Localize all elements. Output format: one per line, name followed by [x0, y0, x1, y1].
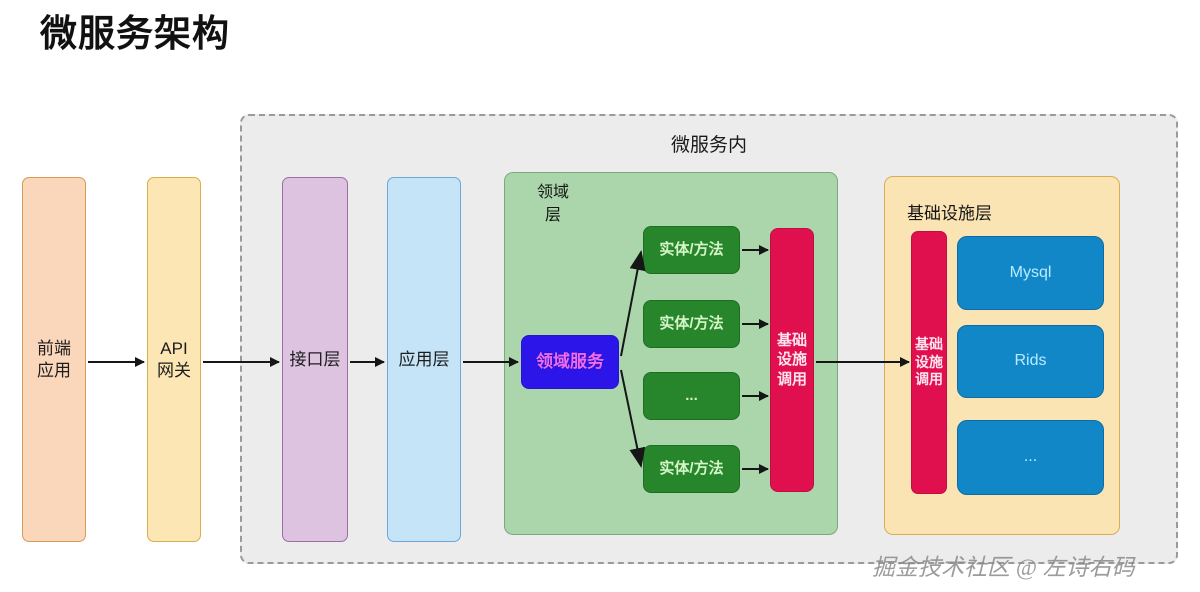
watermark: 掘金技术社区 @ 左诗右码 — [872, 555, 1135, 580]
arrow-gateway-to-interface — [203, 357, 280, 367]
node-interface-layer[interactable]: 接口层 — [282, 177, 348, 542]
node-store-rids-label: Rids — [1014, 352, 1047, 370]
node-entity-method-1[interactable]: 实体/方法 — [643, 226, 740, 274]
arrow-interface-to-application — [350, 357, 385, 367]
group-infrastructure-layer-label: 基础设施层 — [907, 204, 992, 223]
group-domain-layer-label: 领域 层 — [536, 184, 569, 225]
node-store-more-label: ... — [1023, 448, 1038, 466]
node-store-mysql-label: Mysql — [1009, 263, 1052, 281]
node-infra-call-label: 基础 设施 调用 — [915, 335, 943, 388]
node-frontend-app-label: 前端 应用 — [37, 338, 71, 380]
node-application-layer[interactable]: 应用层 — [387, 177, 461, 542]
node-store-rids[interactable]: Rids — [957, 325, 1104, 398]
node-entity-method-4[interactable]: 实体/方法 — [643, 445, 740, 493]
arrow-application-to-domain-service — [463, 357, 519, 367]
arrow-frontend-to-gateway — [88, 357, 145, 367]
node-entity-method-4-label: 实体/方法 — [659, 460, 724, 478]
node-domain-service-label: 领域服务 — [536, 352, 604, 372]
arrow-domain-infra-call-to-infra-layer — [816, 357, 910, 367]
node-entity-method-3[interactable]: ... — [643, 372, 740, 420]
node-api-gateway-label: API 网关 — [157, 338, 191, 380]
node-entity-method-1-label: 实体/方法 — [659, 241, 724, 259]
node-entity-method-2[interactable]: 实体/方法 — [643, 300, 740, 348]
node-entity-method-3-label: ... — [685, 387, 698, 405]
arrow-entity2-to-infra-call — [742, 319, 769, 329]
node-interface-layer-label: 接口层 — [289, 349, 341, 369]
node-frontend-app[interactable]: 前端 应用 — [22, 177, 86, 542]
arrow-entity4-to-infra-call — [742, 464, 769, 474]
node-domain-infra-call-label: 基础 设施 调用 — [776, 331, 807, 388]
node-application-layer-label: 应用层 — [398, 349, 450, 369]
node-store-more[interactable]: ... — [957, 420, 1104, 495]
node-domain-infra-call[interactable]: 基础 设施 调用 — [770, 228, 814, 492]
node-entity-method-2-label: 实体/方法 — [659, 315, 724, 333]
node-infra-call[interactable]: 基础 设施 调用 — [911, 231, 947, 494]
node-api-gateway[interactable]: API 网关 — [147, 177, 201, 542]
arrow-entity1-to-infra-call — [742, 245, 769, 255]
microservice-container-label: 微服务内 — [670, 135, 747, 156]
node-domain-service[interactable]: 领域服务 — [521, 335, 619, 389]
page-title: 微服务架构 — [40, 13, 230, 54]
node-store-mysql[interactable]: Mysql — [957, 236, 1104, 310]
arrow-entity3-to-infra-call — [742, 391, 769, 401]
